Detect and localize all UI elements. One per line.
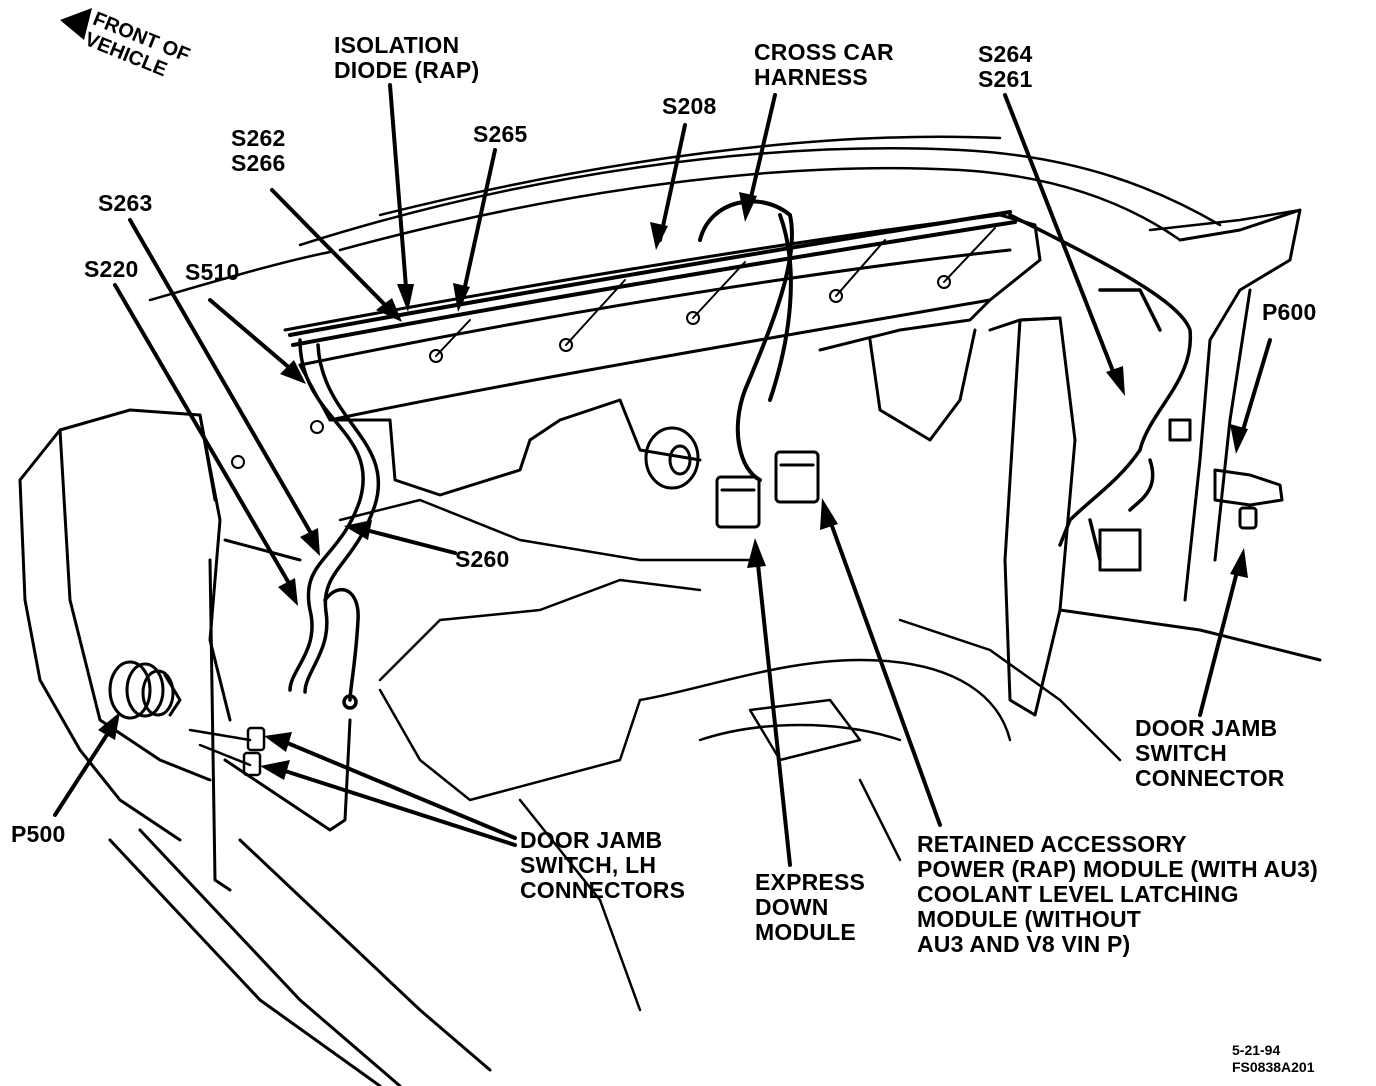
s265-label: S265 (473, 121, 528, 147)
figure-footer: 5-21-94 FS0838A201 (1232, 1042, 1315, 1076)
s264-label: S264 (978, 41, 1033, 67)
s220-label: S220 (84, 256, 139, 282)
cross-car-harness (288, 199, 1017, 482)
door-jamb-switch-connector-label: DOOR JAMB SWITCH CONNECTOR (1135, 716, 1285, 791)
center-modules (715, 450, 820, 529)
windshield-outline (148, 135, 1302, 302)
harness-mount-screws (231, 227, 996, 469)
lh-harness-loop (288, 338, 381, 710)
express-down-module-label: EXPRESS DOWN MODULE (755, 870, 865, 945)
isolation-diode-line-1: ISOLATION (334, 32, 460, 58)
s208-label: S208 (662, 93, 717, 119)
rap-module-line-4: MODULE (WITHOUT (917, 906, 1142, 932)
lh-kick-panel (18, 408, 492, 1086)
express-down-module-line-2: DOWN (755, 894, 829, 920)
p500-grommet (108, 660, 182, 720)
p500-label: P500 (11, 821, 66, 847)
callout-arrows (53, 83, 1272, 867)
isolation-diode-label: ISOLATION DIODE (RAP) (334, 33, 479, 83)
s261-label: S261 (978, 66, 1033, 92)
rap-module-line-5: AU3 AND V8 VIN P) (917, 931, 1131, 957)
s264-s261-label: S264 S261 (978, 42, 1033, 92)
door-jamb-switch-connector-line-3: CONNECTOR (1135, 765, 1285, 791)
lh-door-jamb-connectors (188, 726, 266, 777)
cross-car-harness-label: CROSS CAR HARNESS (754, 40, 894, 90)
s262-label: S262 (231, 125, 286, 151)
front-direction-arrow (60, 8, 92, 40)
door-jamb-switch-connector-line-1: DOOR JAMB (1135, 715, 1278, 741)
rap-module-line-1: RETAINED ACCESSORY (917, 831, 1187, 857)
s510-label: S510 (185, 259, 240, 285)
rap-module-line-3: COOLANT LEVEL LATCHING (917, 881, 1239, 907)
rap-module-line-2: POWER (RAP) MODULE (WITH AU3) (917, 856, 1319, 882)
rh-harness (1008, 213, 1193, 562)
p600-label: P600 (1262, 299, 1317, 325)
cross-car-harness-line-2: HARNESS (754, 64, 868, 90)
rh-door-pillar (1003, 208, 1322, 717)
express-down-module-line-1: EXPRESS (755, 869, 866, 895)
door-jamb-switch-lh-label: DOOR JAMB SWITCH, LH CONNECTORS (520, 828, 685, 903)
door-jamb-switch-lh-line-3: CONNECTORS (520, 877, 686, 903)
rap-module-label: RETAINED ACCESSORY POWER (RAP) MODULE (W… (917, 832, 1318, 957)
figure-code: FS0838A201 (1232, 1059, 1315, 1075)
isolation-diode-line-2: DIODE (RAP) (334, 57, 480, 83)
door-jamb-switch-lh-line-2: SWITCH, LH (520, 852, 657, 878)
figure-date: 5-21-94 (1232, 1042, 1281, 1058)
floor-tunnel (338, 498, 1122, 1012)
door-jamb-switch-lh-line-1: DOOR JAMB (520, 827, 663, 853)
p600-connector (1213, 468, 1284, 530)
s262-s266-label: S262 S266 (231, 126, 286, 176)
express-down-module-line-3: MODULE (755, 919, 856, 945)
s263-label: S263 (98, 190, 153, 216)
door-jamb-switch-connector-line-2: SWITCH (1135, 740, 1227, 766)
s260-label: S260 (455, 546, 510, 572)
cross-car-harness-line-1: CROSS CAR (754, 39, 894, 65)
steering-column-opening (644, 426, 700, 490)
s266-label: S266 (231, 150, 286, 176)
